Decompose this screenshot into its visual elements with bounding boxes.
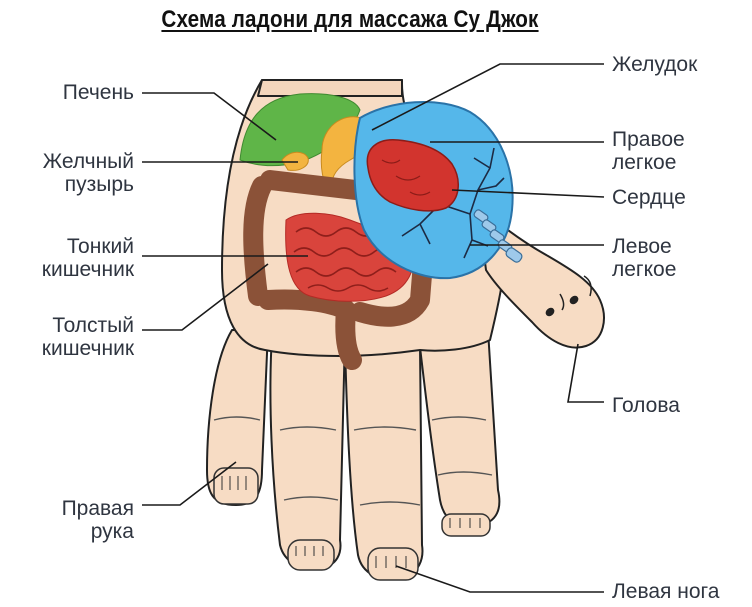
ear	[583, 275, 592, 297]
heart-vessels	[381, 159, 431, 196]
heart	[366, 139, 459, 212]
ring-finger	[269, 334, 346, 570]
label-heart: Сердце	[612, 186, 686, 209]
finger-creases	[213, 416, 493, 506]
right-leg-foot	[287, 539, 335, 571]
label-stomach: Желудок	[612, 53, 698, 76]
nose	[559, 293, 565, 311]
right-arm-hand	[213, 467, 259, 505]
label-large-intestine: Толстый кишечник	[41, 314, 134, 360]
leader-stomach	[371, 63, 604, 131]
leader-head	[567, 343, 604, 403]
diagram-title: Схема ладони для массажа Су Джок	[161, 6, 539, 33]
wrist	[257, 79, 403, 97]
label-head: Голова	[612, 394, 680, 417]
face	[545, 275, 592, 317]
trachea	[473, 209, 523, 263]
label-gallbladder: Желчный пузырь	[42, 150, 134, 196]
leader-left-leg	[395, 565, 604, 593]
leader-liver	[142, 92, 277, 141]
leader-large-intestine	[142, 263, 269, 331]
large-intestine	[243, 170, 434, 370]
label-right-lung: Правое легкое	[612, 128, 685, 174]
label-small-intestine: Тонкий кишечник	[41, 235, 134, 281]
leader-heart	[451, 189, 605, 198]
thumb	[477, 205, 605, 349]
label-left-leg: Левая нога	[612, 580, 720, 603]
leader-lines	[142, 63, 605, 593]
label-liver: Печень	[62, 81, 134, 104]
left-eye	[545, 307, 555, 317]
label-left-lung: Левое легкое	[612, 235, 677, 281]
leader-right-arm	[142, 461, 237, 506]
index-finger	[417, 329, 501, 528]
label-right-arm: Правая рука	[61, 497, 134, 543]
toe-marks	[221, 476, 481, 568]
left-arm-hand	[441, 513, 491, 537]
fingertip-limbs	[213, 467, 491, 581]
right-eye	[569, 295, 579, 305]
middle-finger	[344, 344, 424, 580]
